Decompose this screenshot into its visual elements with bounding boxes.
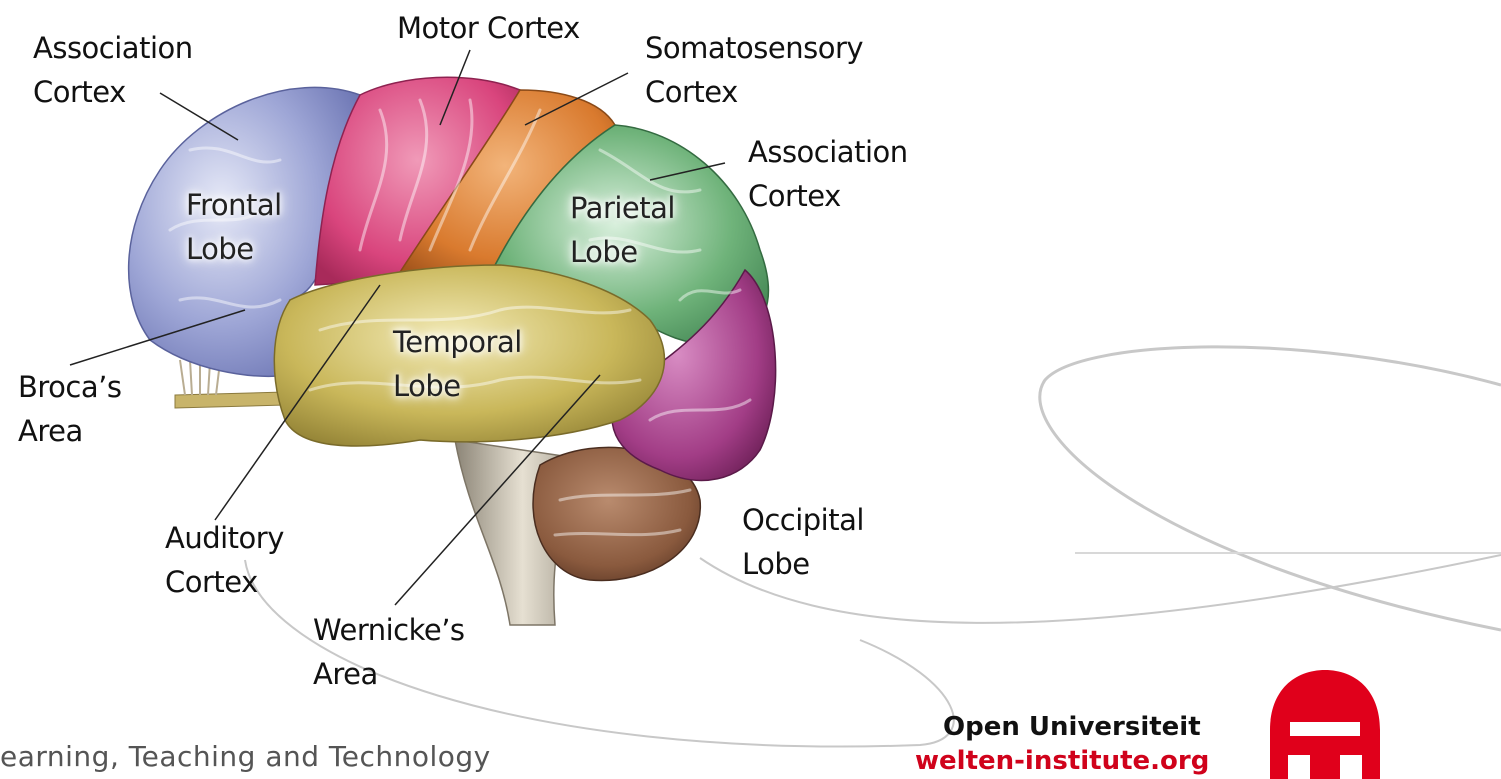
label-auditory-cortex: Auditory Cortex <box>165 516 284 604</box>
institution-url[interactable]: welten-institute.org <box>915 746 1209 776</box>
label-association-cortex-right: Association Cortex <box>748 130 908 218</box>
label-wernickes-area: Wernicke’s Area <box>313 608 465 696</box>
label-frontal-lobe: Frontal Lobe <box>186 183 282 271</box>
label-association-cortex-left: Association Cortex <box>33 26 193 114</box>
institution-name: Open Universiteit <box>943 712 1201 742</box>
label-temporal-lobe: Temporal Lobe <box>393 320 522 408</box>
label-somatosensory-cortex: Somatosensory Cortex <box>645 26 863 114</box>
footer-tagline: earning, Teaching and Technology <box>0 740 491 773</box>
label-parietal-lobe: Parietal Lobe <box>570 186 675 274</box>
label-motor-cortex: Motor Cortex <box>397 6 580 50</box>
label-brocas-area: Broca’s Area <box>18 365 121 453</box>
label-occipital-lobe: Occipital Lobe <box>742 498 864 586</box>
open-universiteit-logo <box>1270 670 1380 779</box>
